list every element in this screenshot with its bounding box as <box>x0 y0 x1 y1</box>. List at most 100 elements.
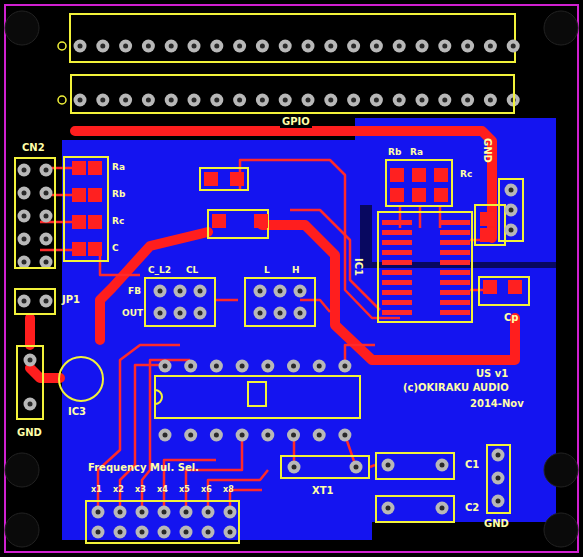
through-hole-pad <box>484 40 497 53</box>
smd-pad <box>254 214 268 228</box>
drill-hole <box>420 98 425 103</box>
drill-hole <box>162 510 167 515</box>
signal-trace <box>142 360 190 510</box>
through-hole-pad <box>154 285 167 298</box>
component-footprint: CN2 <box>14 157 56 269</box>
through-hole-pad <box>294 285 307 298</box>
footprint-outline <box>155 376 360 418</box>
drill-hole <box>214 364 219 369</box>
ic-pin <box>440 310 470 315</box>
through-hole-pad <box>18 164 31 177</box>
through-hole-pad <box>210 360 223 373</box>
ic-pin <box>382 310 412 315</box>
silkscreen-label: L <box>264 264 270 276</box>
drill-hole <box>291 364 296 369</box>
signal-trace <box>290 210 380 310</box>
mounting-holes <box>5 11 578 547</box>
drill-hole <box>158 311 163 316</box>
through-hole-pad <box>347 94 360 107</box>
footprint-outline <box>378 212 472 322</box>
through-hole-pad <box>347 40 360 53</box>
part-name: CN2 <box>22 142 45 154</box>
drill-hole <box>184 530 189 535</box>
power-trace <box>25 318 35 345</box>
drill-hole <box>397 98 402 103</box>
through-hole-pad <box>370 94 383 107</box>
through-hole-pad <box>313 429 326 442</box>
drill-hole <box>146 98 151 103</box>
through-hole-pad <box>505 204 518 217</box>
through-hole-pad <box>382 459 395 472</box>
drill-hole <box>198 311 203 316</box>
board-outline <box>5 5 578 552</box>
drill-hole <box>178 311 183 316</box>
drill-hole <box>328 98 333 103</box>
drill-hole <box>420 44 425 49</box>
through-hole-pad <box>40 187 53 200</box>
through-hole-pad <box>194 285 207 298</box>
through-hole-pad <box>256 94 269 107</box>
through-hole-pad <box>224 526 237 539</box>
through-hole-pad <box>287 429 300 442</box>
silkscreen-label: x1 <box>91 484 102 496</box>
through-hole-pad <box>274 307 287 320</box>
drill-hole <box>354 465 359 470</box>
drill-hole <box>317 364 322 369</box>
through-hole-pad <box>142 40 155 53</box>
through-hole-pad <box>438 40 451 53</box>
through-hole-pad <box>202 506 215 519</box>
through-hole-pad <box>40 233 53 246</box>
drill-hole <box>298 311 303 316</box>
through-hole-pad <box>324 40 337 53</box>
through-hole-pad <box>492 495 505 508</box>
drill-hole <box>214 98 219 103</box>
silkscreen-label: x4 <box>157 484 168 496</box>
drill-hole <box>488 44 493 49</box>
drill-hole <box>351 44 356 49</box>
silkscreen-label: C <box>112 242 119 254</box>
drill-hole <box>188 364 193 369</box>
component-footprint: GND <box>498 178 524 242</box>
through-hole-pad <box>180 506 193 519</box>
silkscreen-label: x5 <box>179 484 190 496</box>
silkscreen-label: CL <box>186 264 198 276</box>
through-hole-pad <box>159 360 172 373</box>
drill-hole <box>123 98 128 103</box>
through-hole-pad <box>24 398 37 411</box>
drill-hole <box>509 228 514 233</box>
drill-hole <box>184 510 189 515</box>
drill-hole <box>291 433 296 438</box>
smd-pad <box>412 188 426 202</box>
through-hole-pad <box>74 94 87 107</box>
drill-hole <box>158 289 163 294</box>
drill-hole <box>22 168 27 173</box>
drill-hole <box>442 98 447 103</box>
ic-pin <box>440 300 470 305</box>
drill-hole <box>169 44 174 49</box>
drill-hole <box>509 208 514 213</box>
footprint-outline <box>64 157 108 261</box>
drill-hole <box>140 510 145 515</box>
silkscreen-label: US v1 <box>476 368 508 380</box>
through-hole-pad <box>165 94 178 107</box>
pads <box>18 40 520 539</box>
drill-hole <box>100 44 105 49</box>
component-footprint: GND <box>16 345 44 420</box>
through-hole-pad <box>261 429 274 442</box>
drill-hole <box>162 530 167 535</box>
through-hole-pad <box>416 40 429 53</box>
through-hole-pad <box>338 429 351 442</box>
mounting-hole <box>5 11 39 45</box>
through-hole-pad <box>96 94 109 107</box>
ic-pin <box>382 300 412 305</box>
footprint-outline <box>245 278 315 326</box>
drill-hole <box>169 98 174 103</box>
through-hole-pad <box>18 233 31 246</box>
component-footprint: GND <box>486 444 511 514</box>
part-name: GND <box>481 138 493 163</box>
drill-hole <box>178 289 183 294</box>
through-hole-pad <box>338 360 351 373</box>
drill-hole <box>214 433 219 438</box>
drill-hole <box>496 476 501 481</box>
